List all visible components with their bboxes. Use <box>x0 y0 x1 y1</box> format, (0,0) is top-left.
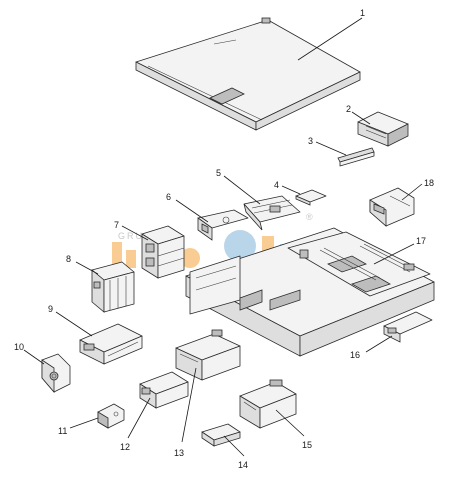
leader-12 <box>127 397 151 439</box>
leader-10 <box>23 349 45 365</box>
leader-13 <box>181 367 197 443</box>
watermark-logo-shape <box>126 250 136 268</box>
part-14-pad <box>201 423 241 447</box>
part-10-bezel <box>41 353 71 394</box>
leader-9 <box>55 311 93 337</box>
callout-2: 2 <box>346 104 351 114</box>
callout-labels: 1 2 3 4 5 6 7 8 9 10 11 12 13 14 15 16 1… <box>14 8 434 470</box>
part-4-small-board <box>295 189 327 206</box>
watermark-logo-shape <box>112 242 122 268</box>
leader-6 <box>175 199 209 223</box>
part-17-system-board <box>287 231 431 297</box>
callout-15: 15 <box>302 440 312 450</box>
callout-6: 6 <box>166 192 171 202</box>
part-7-drive-cages <box>141 225 185 279</box>
callout-13: 13 <box>174 448 184 458</box>
part-11-module <box>97 403 125 429</box>
callout-8: 8 <box>66 254 71 264</box>
leader-14 <box>223 435 245 457</box>
leader-8 <box>75 261 99 275</box>
part-15-cage <box>239 379 297 429</box>
callout-9: 9 <box>48 304 53 314</box>
leader-2 <box>351 111 371 125</box>
watermark-registered: ® <box>306 212 313 222</box>
part-12-drive-bracket <box>139 371 189 409</box>
callout-7: 7 <box>114 220 119 230</box>
part-2-power-supply <box>357 111 409 147</box>
leader-17 <box>373 243 415 265</box>
part-13-drive-cage <box>175 329 241 381</box>
leader-18 <box>401 183 423 201</box>
part-6-fan-bracket <box>197 209 249 241</box>
leader-11 <box>69 417 99 429</box>
callout-14: 14 <box>238 460 248 470</box>
callout-3: 3 <box>308 136 313 146</box>
part-16-adapter <box>383 311 433 343</box>
leader-3 <box>315 141 347 156</box>
leader-15 <box>275 409 305 437</box>
part-18-bracket <box>369 187 415 227</box>
leader-lines <box>23 17 423 457</box>
leader-7 <box>121 225 149 241</box>
callout-4: 4 <box>274 180 279 190</box>
callout-12: 12 <box>120 442 130 452</box>
part-1-top-cover <box>135 17 361 131</box>
leader-4 <box>281 185 301 195</box>
part-9-hard-drive <box>79 323 143 365</box>
leader-1 <box>297 17 363 61</box>
callout-11: 11 <box>58 426 67 436</box>
part-5-riser-card <box>243 195 301 231</box>
leader-5 <box>223 175 261 205</box>
watermark-logo-shape <box>180 248 200 268</box>
watermark-text: GRUPA <box>118 231 159 241</box>
callout-1: 1 <box>360 8 365 18</box>
part-3-filler-panel <box>337 147 375 167</box>
callout-18: 18 <box>424 178 434 188</box>
part-8-fan-assembly <box>91 261 135 313</box>
callout-17: 17 <box>416 236 426 246</box>
callout-5: 5 <box>216 168 221 178</box>
callout-10: 10 <box>14 342 24 352</box>
leader-16 <box>365 335 393 353</box>
watermark-logo-shape <box>224 230 256 262</box>
callout-16: 16 <box>350 350 360 360</box>
